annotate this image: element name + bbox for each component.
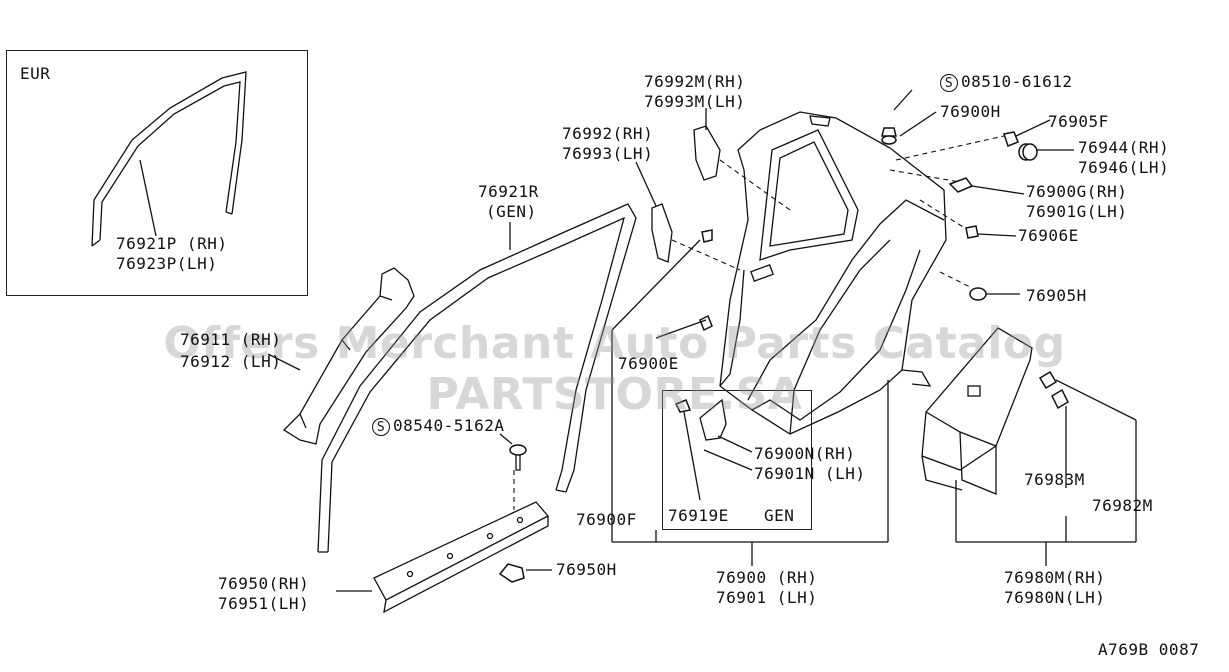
- part-label-76923p-lh: 76923P(LH): [116, 254, 218, 273]
- part-label-76900f: 76900F: [576, 510, 637, 529]
- part-label-76944-rh: 76944(RH): [1078, 138, 1170, 157]
- screw-symbol-icon: S: [372, 417, 390, 436]
- brackets-76992-drawing: [635, 108, 791, 271]
- part-label-76921p-rh: 76921P (RH): [116, 234, 228, 253]
- inset-region-label: EUR: [20, 64, 51, 83]
- part-label-76919e: 76919E: [668, 506, 729, 525]
- part-label-76992-rh: 76992(RH): [562, 124, 654, 143]
- part-label-76901g-lh: 76901G(LH): [1026, 202, 1128, 221]
- kick-plate-76950-drawing: [336, 470, 550, 614]
- part-label-76900h: 76900H: [940, 102, 1001, 121]
- part-label-76900-rh: 76900 (RH): [716, 568, 818, 587]
- part-label-76980m-rh: 76980M(RH): [1004, 568, 1106, 587]
- part-label-76912-lh: 76912 (LH): [180, 352, 282, 371]
- part-label-76900g-rh: 76900G(RH): [1026, 182, 1128, 201]
- screw-part-number: 08540-5162A: [393, 416, 505, 435]
- part-label-76950h: 76950H: [556, 560, 617, 579]
- part-label-76993-lh: 76993(LH): [562, 144, 654, 163]
- screw-08540-drawing: [499, 433, 527, 471]
- pocket-box-76980-drawing: [921, 327, 1033, 542]
- gen-variant-frame: [662, 390, 812, 530]
- screw-part-number: 08510-61612: [961, 72, 1073, 91]
- weatherstrip-76921r-drawing: [317, 203, 637, 553]
- part-label-76982m: 76982M: [1092, 496, 1153, 515]
- part-label-76946-lh: 76946(LH): [1078, 158, 1170, 177]
- part-label-gen-paren: (GEN): [486, 202, 537, 221]
- part-label-76951-lh: 76951(LH): [218, 594, 310, 613]
- part-label-76900n-rh: 76900N(RH): [754, 444, 856, 463]
- clip-76900e-drawing: [611, 229, 713, 339]
- inset-weatherstrip-drawing: [91, 71, 247, 247]
- diagram-code: A769B 0087: [1098, 640, 1200, 659]
- part-label-76901n-lh: 76901N (LH): [754, 464, 866, 483]
- clips-76982-drawing: [1038, 370, 1137, 488]
- screw-symbol-icon: S: [940, 73, 958, 92]
- part-label-76906e: 76906E: [1018, 226, 1079, 245]
- callout-lines-drawing: [611, 330, 1137, 566]
- part-label-76980n-lh: 76980N(LH): [1004, 588, 1106, 607]
- part-label-76992m-rh: 76992M(RH): [644, 72, 746, 91]
- part-label-76900e: 76900E: [618, 354, 679, 373]
- part-label-76993m-lh: 76993M(LH): [644, 92, 746, 111]
- part-label-76921r: 76921R: [478, 182, 539, 201]
- part-label-76950-rh: 76950(RH): [218, 574, 310, 593]
- clip-76950h-drawing: [498, 563, 552, 583]
- rear-side-trim-drawing: [719, 111, 947, 435]
- part-label-76911-rh: 76911 (RH): [180, 330, 282, 349]
- part-label-76905f: 76905F: [1048, 112, 1109, 131]
- part-label-76983m: 76983M: [1024, 470, 1085, 489]
- part-label-76901-lh: 76901 (LH): [716, 588, 818, 607]
- fasteners-upper-right-drawing: [881, 89, 1074, 301]
- gen-variant-label: GEN: [764, 506, 795, 525]
- eur-inset-frame: [6, 50, 308, 296]
- part-label-76905h: 76905H: [1026, 286, 1087, 305]
- pillar-trim-76911-drawing: [267, 267, 415, 445]
- gen-box-parts-drawing: [674, 398, 753, 501]
